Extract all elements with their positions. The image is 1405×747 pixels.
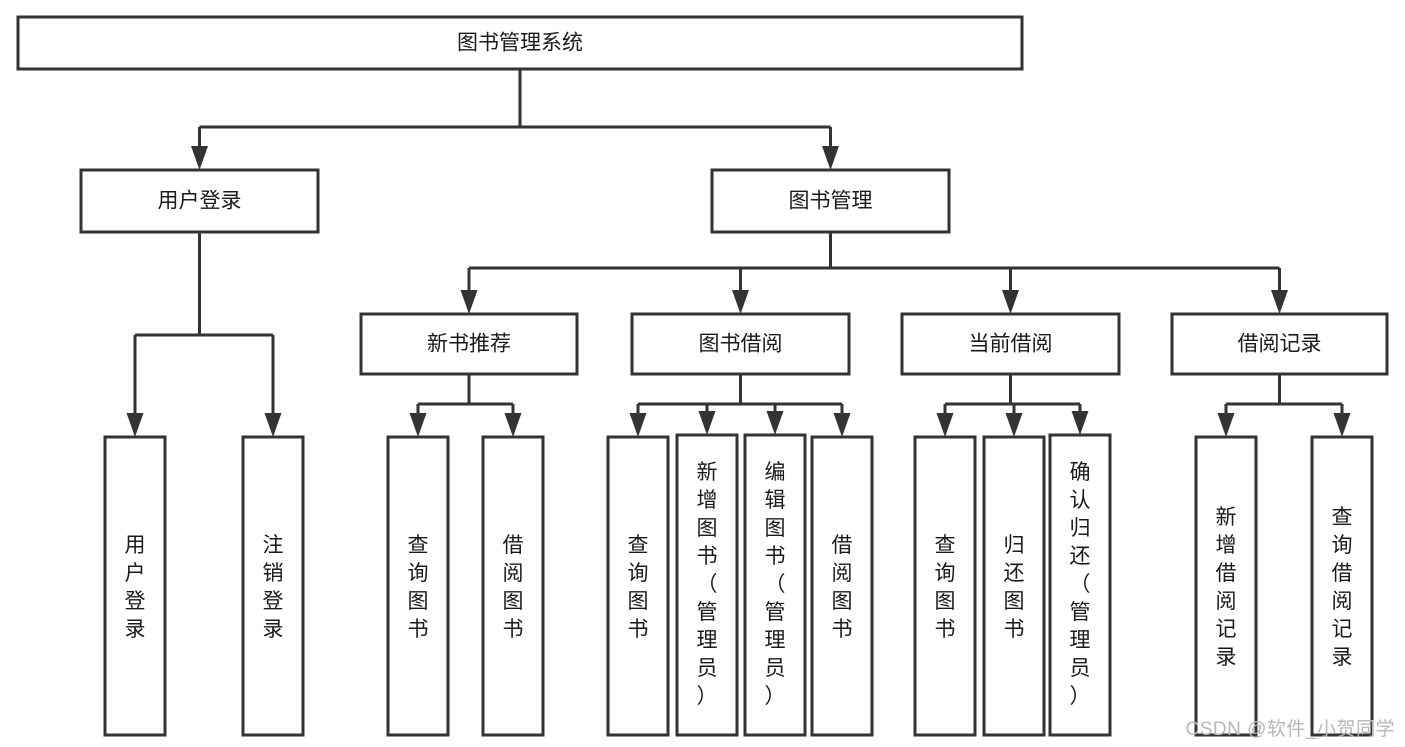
node-label: 确认归还（管理员） xyxy=(1070,461,1091,708)
node-new-book-rec[interactable]: 新书推荐 xyxy=(359,312,579,376)
node-book-borrow[interactable]: 图书借阅 xyxy=(630,312,851,376)
node-label: 新增图书（管理员） xyxy=(697,461,718,708)
arrowhead-icon xyxy=(1002,290,1019,314)
node-leaf-add-record[interactable]: 新增借阅记录 xyxy=(1194,435,1258,737)
arrowhead-icon xyxy=(822,146,839,170)
node-leaf-user-login[interactable]: 用户登录 xyxy=(103,435,167,737)
arrowhead-icon xyxy=(1071,411,1089,435)
node-leaf-query-book-1[interactable]: 查询图书 xyxy=(386,435,450,737)
arrowhead-icon xyxy=(732,290,749,314)
arrowhead-icon xyxy=(191,146,208,170)
node-box xyxy=(675,433,739,737)
node-leaf-query-book-3[interactable]: 查询图书 xyxy=(913,435,977,737)
node-leaf-query-record[interactable]: 查询借阅记录 xyxy=(1310,435,1374,737)
arrowhead-icon xyxy=(936,413,954,437)
node-leaf-confirm-return[interactable]: 确认归还（管理员） xyxy=(1048,433,1112,737)
arrowhead-icon xyxy=(698,411,716,435)
arrowhead-icon xyxy=(1217,413,1235,437)
node-label: 借阅图书 xyxy=(832,534,853,641)
arrowhead-icon xyxy=(504,413,522,437)
node-box xyxy=(743,433,807,737)
node-label: 用户登录 xyxy=(125,534,146,641)
node-box xyxy=(1048,433,1112,737)
node-box xyxy=(630,312,851,376)
node-box xyxy=(606,435,670,737)
arrowhead-icon xyxy=(460,290,478,314)
node-box xyxy=(16,15,1024,71)
node-box xyxy=(241,435,305,737)
arrowhead-icon xyxy=(629,413,647,437)
node-label: 图书管理系统 xyxy=(457,32,583,55)
node-borrow-record[interactable]: 借阅记录 xyxy=(1170,312,1389,376)
node-label: 新增借阅记录 xyxy=(1216,506,1237,669)
node-label: 查询图书 xyxy=(408,534,429,641)
node-user-login[interactable]: 用户登录 xyxy=(79,168,320,234)
node-box xyxy=(481,435,545,737)
node-box xyxy=(79,168,320,234)
node-leaf-query-book-2[interactable]: 查询图书 xyxy=(606,435,670,737)
node-label: 借阅记录 xyxy=(1238,333,1322,356)
node-box xyxy=(359,312,579,376)
node-box xyxy=(982,435,1046,737)
arrowhead-icon xyxy=(1005,413,1023,437)
node-leaf-borrow-book-1[interactable]: 借阅图书 xyxy=(481,435,545,737)
node-box xyxy=(900,312,1121,376)
node-box xyxy=(103,435,167,737)
node-label: 查询图书 xyxy=(628,534,649,641)
node-label: 新书推荐 xyxy=(427,333,511,356)
node-box xyxy=(1310,435,1374,737)
node-label: 当前借阅 xyxy=(969,333,1053,356)
node-leaf-edit-book[interactable]: 编辑图书（管理员） xyxy=(743,433,807,737)
node-book-manage[interactable]: 图书管理 xyxy=(710,168,951,234)
node-label: 归还图书 xyxy=(1004,534,1025,641)
node-leaf-borrow-book-2[interactable]: 借阅图书 xyxy=(810,435,874,737)
arrowhead-icon xyxy=(126,413,144,437)
node-current-borrow[interactable]: 当前借阅 xyxy=(900,312,1121,376)
node-label: 图书借阅 xyxy=(699,333,783,356)
connectors-layer xyxy=(126,69,1351,437)
node-label: 查询图书 xyxy=(935,534,956,641)
node-leaf-logout[interactable]: 注销登录 xyxy=(241,435,305,737)
node-box xyxy=(710,168,951,234)
arrowhead-icon xyxy=(409,413,427,437)
arrowhead-icon xyxy=(833,413,851,437)
node-label: 编辑图书（管理员） xyxy=(765,461,786,708)
arrowhead-icon xyxy=(766,411,784,435)
node-box xyxy=(1170,312,1389,376)
arrowhead-icon xyxy=(1333,413,1351,437)
arrowhead-icon xyxy=(1271,290,1288,314)
node-label: 查询借阅记录 xyxy=(1332,506,1353,669)
node-box xyxy=(810,435,874,737)
node-label: 图书管理 xyxy=(789,190,873,213)
node-box xyxy=(1194,435,1258,737)
node-label: 借阅图书 xyxy=(503,534,524,641)
node-label: 用户登录 xyxy=(158,190,242,213)
node-label: 注销登录 xyxy=(263,534,284,641)
node-leaf-return-book[interactable]: 归还图书 xyxy=(982,435,1046,737)
node-leaf-add-book[interactable]: 新增图书（管理员） xyxy=(675,433,739,737)
node-box xyxy=(386,435,450,737)
arrowhead-icon xyxy=(264,413,282,437)
nodes-layer: 图书管理系统用户登录图书管理新书推荐图书借阅当前借阅借阅记录用户登录注销登录查询… xyxy=(16,15,1389,737)
node-box xyxy=(913,435,977,737)
node-root[interactable]: 图书管理系统 xyxy=(16,15,1024,71)
